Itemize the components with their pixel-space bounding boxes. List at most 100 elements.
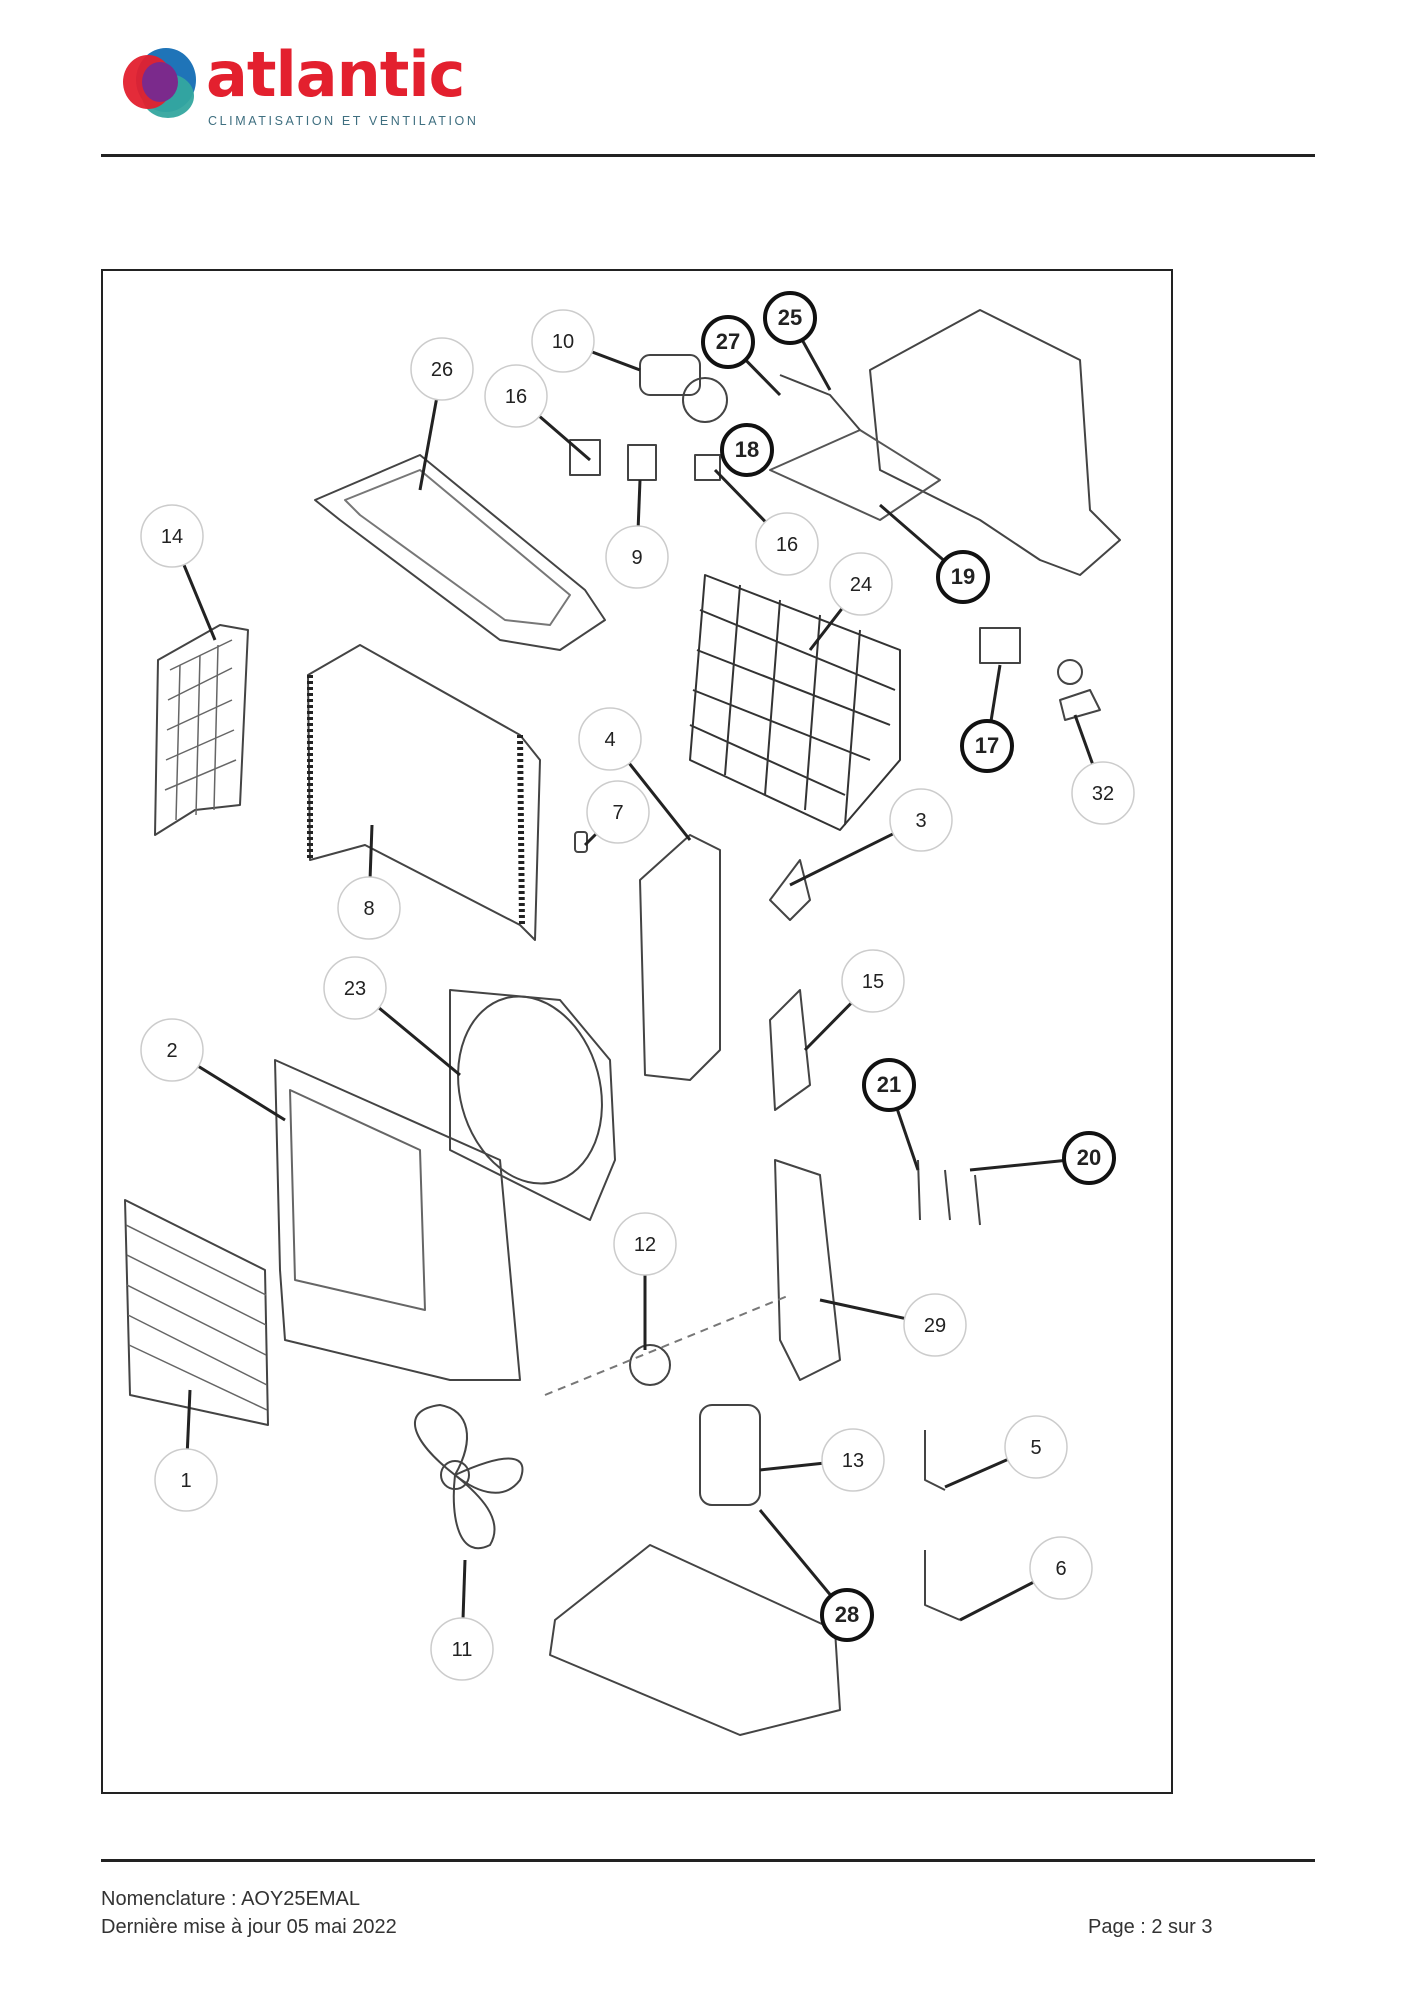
- logo-wordmark: atlantic: [206, 38, 465, 111]
- callout-number: 26: [431, 359, 453, 381]
- callout-number: 25: [778, 305, 802, 330]
- callout-8: 8: [337, 876, 401, 940]
- callout-number: 28: [835, 1602, 859, 1627]
- control-box-part: [869, 309, 1121, 576]
- callout-number: 2: [166, 1040, 177, 1062]
- callout-17: 17: [960, 719, 1014, 773]
- callout-7: 7: [586, 780, 650, 844]
- callout-32: 32: [1071, 761, 1135, 825]
- callout-circle: [821, 1428, 885, 1492]
- fan-shroud-part: [449, 989, 616, 1221]
- callout-9: 9: [605, 525, 669, 589]
- compressor-part: [699, 1404, 761, 1506]
- terminal-part: [694, 454, 721, 481]
- callout-27: 27: [701, 315, 755, 369]
- sensor-part: [924, 1430, 946, 1491]
- callout-circle: [763, 291, 817, 345]
- callout-number: 11: [452, 1639, 473, 1661]
- callout-11: 11: [430, 1617, 494, 1681]
- callout-circle: [140, 504, 204, 568]
- callout-circle: [820, 1588, 874, 1642]
- callout-number: 29: [924, 1315, 946, 1337]
- callout-number: 1: [180, 1470, 191, 1492]
- capacitor-small-part: [574, 831, 588, 853]
- callout-circle: [701, 315, 755, 369]
- callout-circle: [484, 364, 548, 428]
- footer-divider: [101, 1859, 1315, 1862]
- callout-13: 13: [821, 1428, 885, 1492]
- callout-circle: [410, 337, 474, 401]
- callout-1: 1: [154, 1448, 218, 1512]
- cover-plate-part: [769, 989, 811, 1111]
- callout-circle: [154, 1448, 218, 1512]
- front-grille-part: [124, 1199, 269, 1426]
- callout-circle: [841, 949, 905, 1013]
- callout-number: 20: [1077, 1145, 1101, 1170]
- logo-emblem-icon: [123, 48, 196, 118]
- partition-plate-part: [639, 834, 721, 1081]
- callout-circle: [531, 309, 595, 373]
- callout-23: 23: [323, 956, 387, 1020]
- rear-guard-part: [689, 574, 901, 831]
- callout-number: 4: [604, 729, 615, 751]
- callout-number: 10: [552, 331, 574, 353]
- callout-number: 18: [735, 437, 759, 462]
- base-pan-part: [549, 1544, 841, 1736]
- callout-24: 24: [829, 552, 893, 616]
- callout-21: 21: [862, 1058, 916, 1112]
- callout-25: 25: [763, 291, 817, 345]
- callout-3: 3: [889, 788, 953, 852]
- callout-number: 17: [975, 733, 999, 758]
- page-number-label: Page : 2 sur 3: [1088, 1916, 1213, 1938]
- top-cover-part: [314, 454, 606, 651]
- callout-circle: [586, 780, 650, 844]
- condenser-coil-part: [307, 644, 541, 941]
- fan-motor-part: [629, 1344, 671, 1386]
- callout-circle: [903, 1293, 967, 1357]
- callout-number: 8: [363, 898, 374, 920]
- callout-circle: [337, 876, 401, 940]
- callout-circle: [605, 525, 669, 589]
- callout-20: 20: [1062, 1131, 1116, 1185]
- callout-4: 4: [578, 707, 642, 771]
- transformer-part: [979, 627, 1021, 664]
- callout-circle: [829, 552, 893, 616]
- callout-number: 32: [1092, 783, 1114, 805]
- callout-circle: [140, 1018, 204, 1082]
- callout-circle: [755, 512, 819, 576]
- callout-circle: [578, 707, 642, 771]
- callout-number: 16: [505, 386, 527, 408]
- side-grille-part: [154, 624, 249, 836]
- callout-circle: [936, 550, 990, 604]
- callout-number: 9: [631, 547, 642, 569]
- callout-number: 15: [862, 971, 884, 993]
- callout-number: 13: [842, 1450, 864, 1472]
- exploded-view-frame: [101, 269, 1173, 1794]
- logo-tagline: CLIMATISATION ET VENTILATION: [208, 114, 479, 128]
- callout-number: 27: [716, 329, 740, 354]
- callout-number: 7: [612, 802, 623, 824]
- callout-16: 16: [484, 364, 548, 428]
- header-divider: [101, 154, 1315, 157]
- pipe-part: [779, 374, 861, 431]
- valve-part: [917, 1159, 981, 1226]
- callout-circle: [889, 788, 953, 852]
- callout-circle: [862, 1058, 916, 1112]
- callout-16: 16: [755, 512, 819, 576]
- callout-28: 28: [820, 1588, 874, 1642]
- callout-number: 23: [344, 978, 366, 1000]
- callout-2: 2: [140, 1018, 204, 1082]
- callout-number: 6: [1055, 1558, 1066, 1580]
- callout-6: 6: [1029, 1536, 1093, 1600]
- callout-number: 19: [951, 564, 975, 589]
- callout-circle: [613, 1212, 677, 1276]
- callout-number: 24: [850, 574, 872, 596]
- callout-circle: [1029, 1536, 1093, 1600]
- motor-bracket-part: [774, 1159, 841, 1381]
- callout-circle: [430, 1617, 494, 1681]
- callout-number: 3: [915, 810, 926, 832]
- callout-circle: [1004, 1415, 1068, 1479]
- callout-29: 29: [903, 1293, 967, 1357]
- callout-circle: [1062, 1131, 1116, 1185]
